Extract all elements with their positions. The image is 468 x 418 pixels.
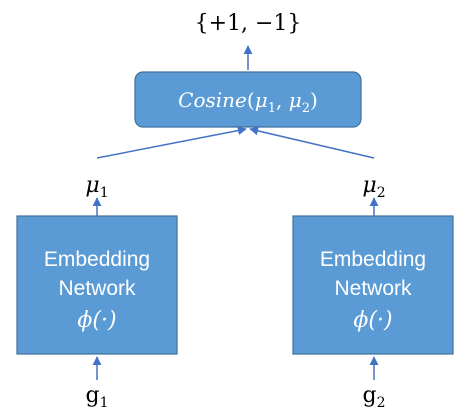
right-network-box <box>292 215 454 355</box>
arrow-mu1-to-cosine <box>96 126 247 159</box>
right-network-line2: Network <box>334 277 412 300</box>
cosine-node: Cosine(μ1, μ2) <box>134 71 362 128</box>
cosine-label: Cosine(μ1, μ2) <box>178 88 318 116</box>
right-network-phi: ϕ(·) <box>353 308 392 333</box>
left-network-line2: Network <box>58 277 136 300</box>
input-g1-label: g1 <box>85 383 108 411</box>
output-label: {+1, −1} <box>195 11 302 36</box>
embedding-mu2-label: μ2 <box>362 173 385 201</box>
cosine-box <box>134 71 362 128</box>
embedding-mu1-label: μ1 <box>85 173 108 201</box>
input-g2-label: g2 <box>362 383 385 411</box>
left-embedding-network: Embedding Network ϕ(·) <box>16 215 178 355</box>
arrow-mu2-to-cosine <box>249 126 375 159</box>
left-network-box <box>16 215 178 355</box>
right-embedding-network: Embedding Network ϕ(·) <box>292 215 454 355</box>
left-network-line1: Embedding <box>44 248 150 271</box>
right-network-line1: Embedding <box>320 248 426 271</box>
left-network-phi: ϕ(·) <box>77 308 116 333</box>
